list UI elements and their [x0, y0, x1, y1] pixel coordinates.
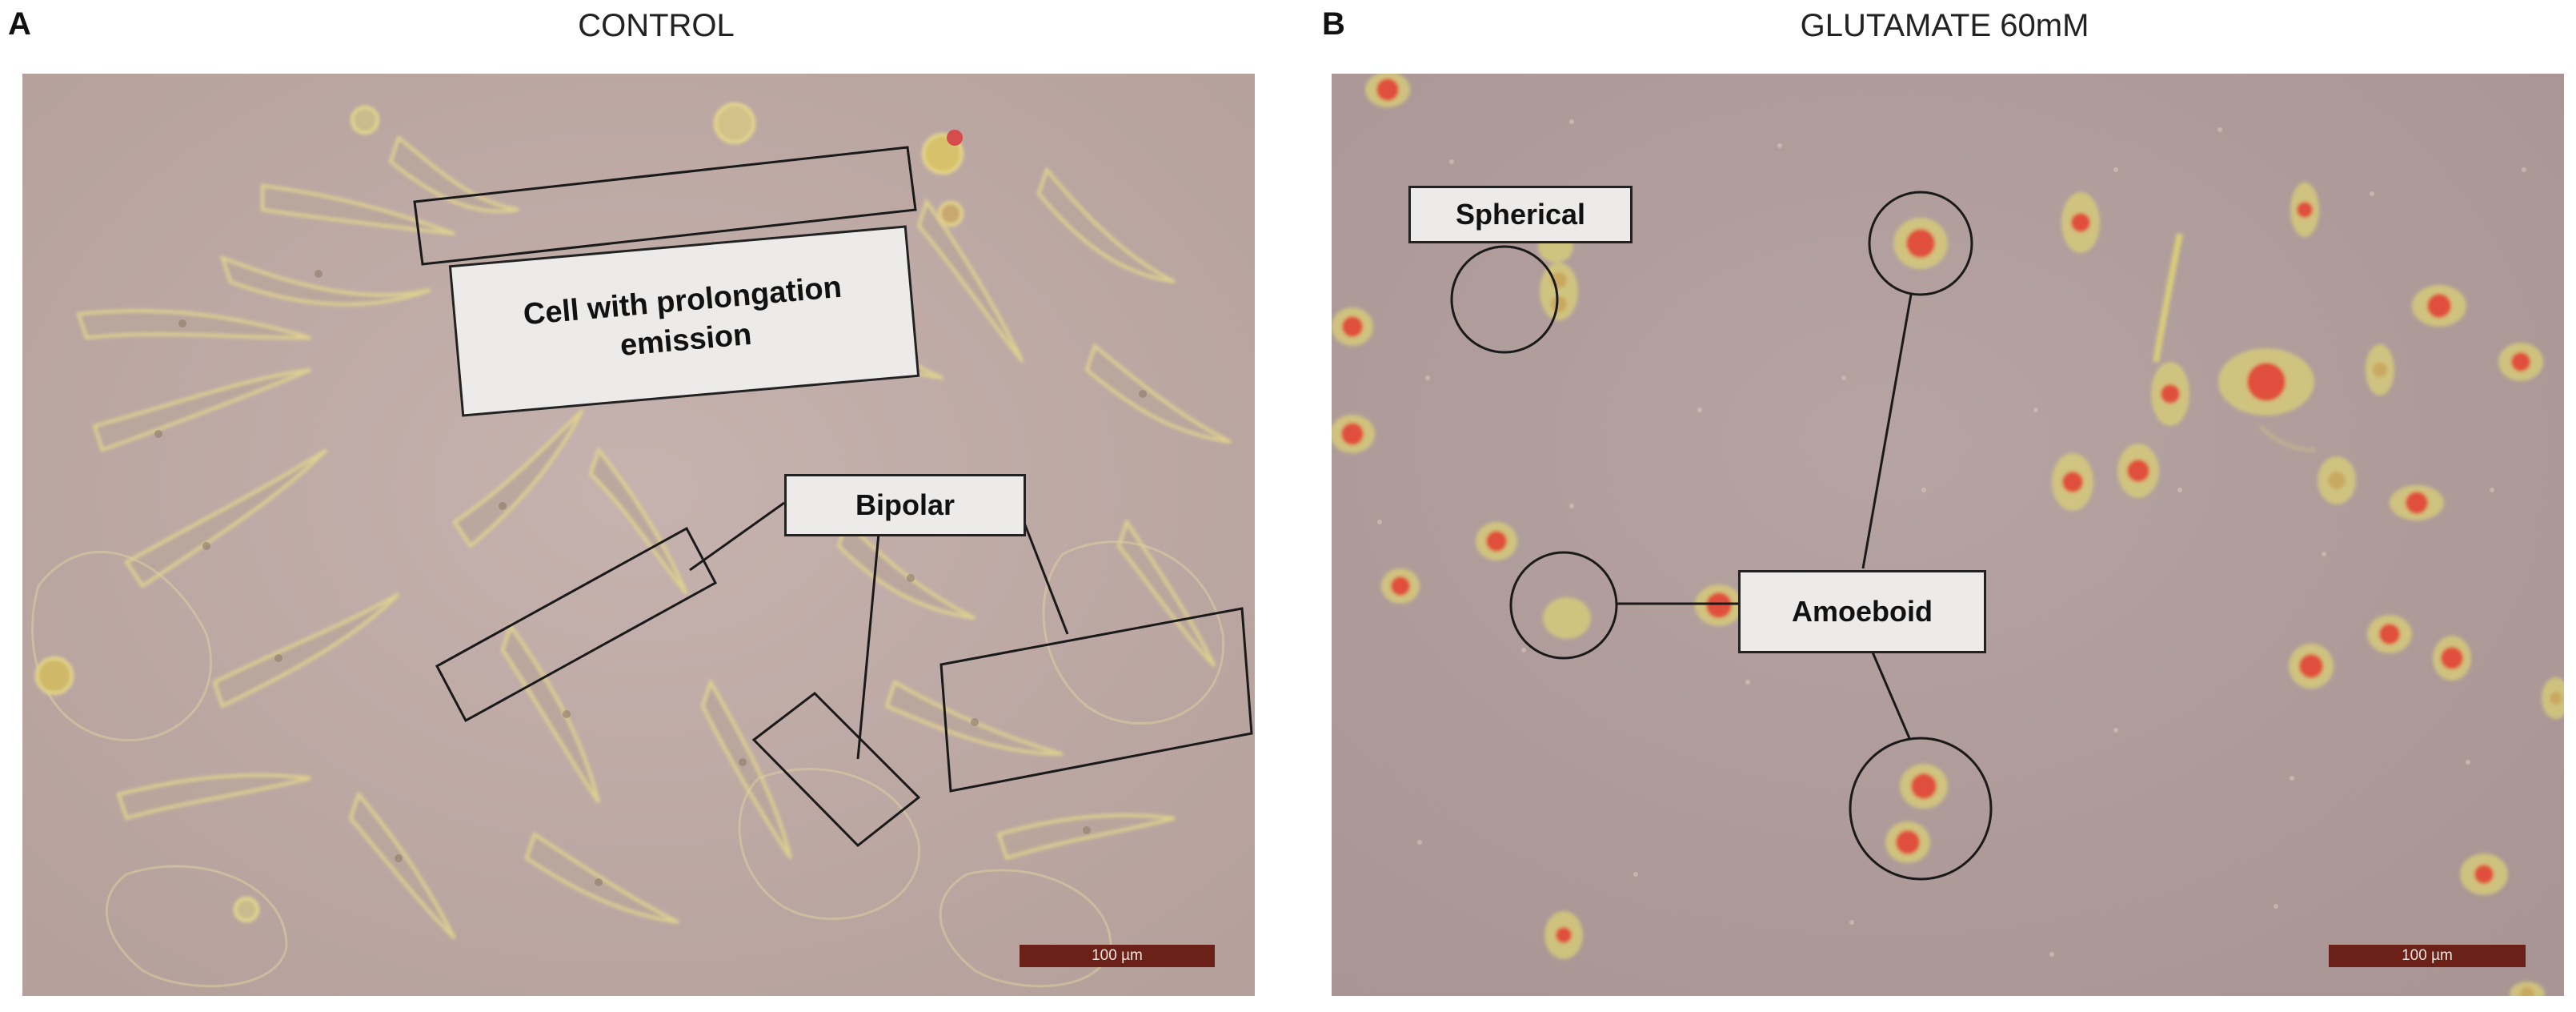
spherical-label: Spherical [1408, 186, 1633, 243]
bipolar-cell-box-1 [435, 526, 718, 723]
amoeboid-connector-3 [1865, 637, 1911, 739]
amoeboid-cell-circle-2 [1509, 551, 1618, 660]
bipolar-cell-box-3 [939, 607, 1253, 793]
glutamate-micrograph: Spherical Amoeboid 100 µm [1332, 74, 2564, 996]
glutamate-scale-bar: 100 µm [2329, 945, 2526, 967]
panel-title-control: CONTROL [578, 8, 735, 43]
amoeboid-cell-circle-1 [1868, 191, 1973, 296]
bipolar-connector-3 [1021, 518, 1069, 635]
prolongation-cell-box [413, 146, 917, 266]
amoeboid-connector-1 [1861, 294, 1913, 569]
control-micrograph: Cell with prolongation emission Bipolar … [22, 74, 1255, 996]
panel-title-glutamate: GLUTAMATE 60mM [1800, 8, 2089, 43]
amoeboid-cell-circle-3 [1849, 737, 1993, 881]
spherical-cell-circle [1450, 245, 1559, 354]
control-cell-image [22, 74, 1255, 996]
bipolar-connector-1 [689, 501, 785, 572]
bipolar-cell-box-2 [751, 692, 921, 848]
control-scale-bar: 100 µm [1020, 945, 1215, 967]
amoeboid-label: Amoeboid [1738, 570, 1986, 653]
bipolar-connector-2 [856, 532, 880, 760]
panel-letter-b: B [1322, 6, 1345, 42]
panel-letter-a: A [8, 6, 31, 42]
bipolar-label: Bipolar [784, 474, 1026, 536]
